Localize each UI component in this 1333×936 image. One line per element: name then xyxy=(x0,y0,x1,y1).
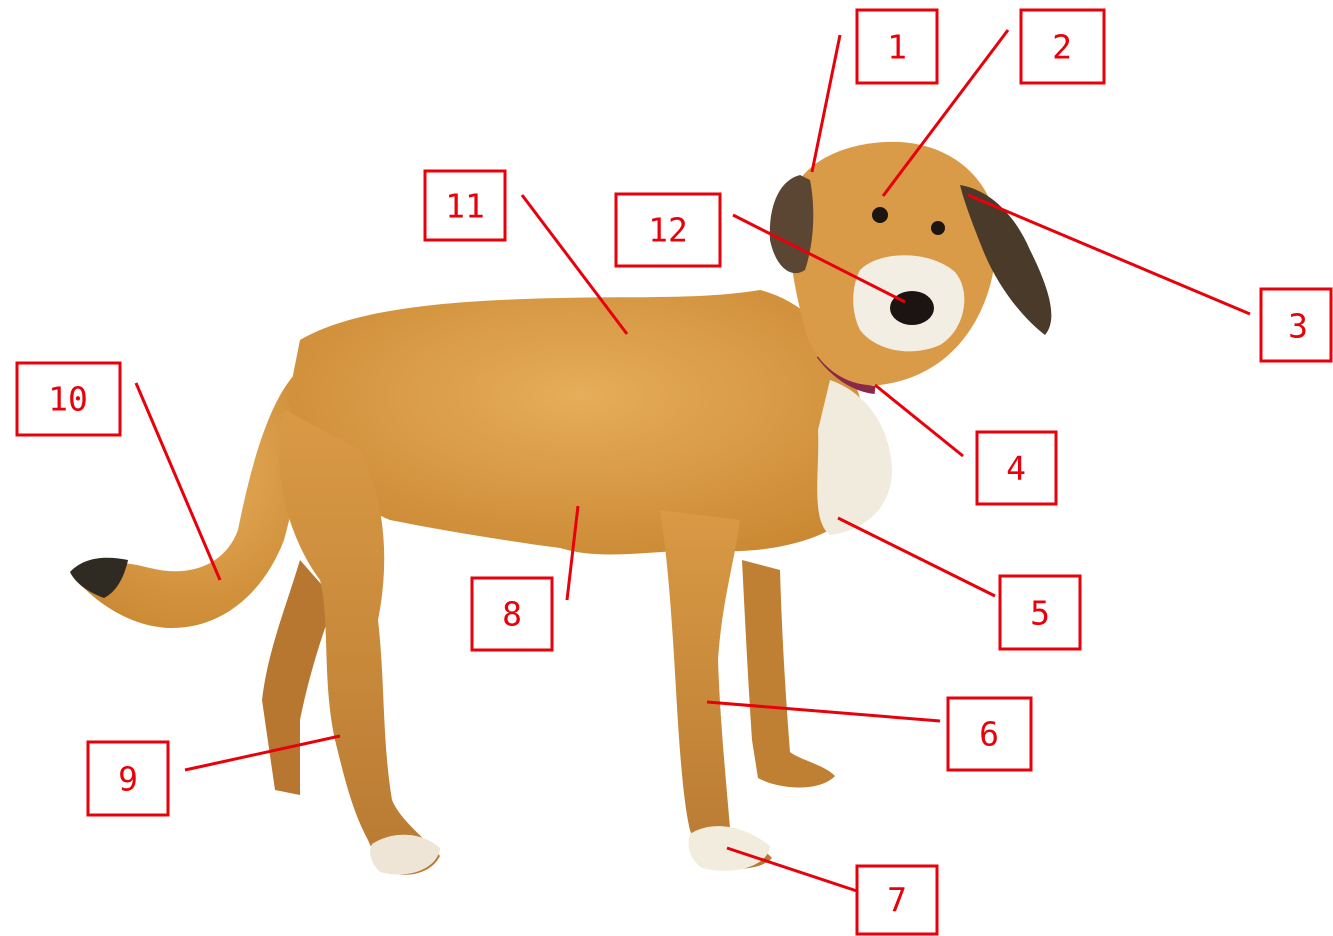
chest xyxy=(817,380,892,535)
label-box-11: 11 xyxy=(425,171,505,240)
label-text-9: 9 xyxy=(118,760,138,799)
label-text-2: 2 xyxy=(1052,28,1072,67)
label-box-9: 9 xyxy=(88,742,168,815)
leader-line-1 xyxy=(812,35,840,172)
label-box-5: 5 xyxy=(1000,576,1080,649)
label-box-2: 2 xyxy=(1021,10,1104,83)
dog-illustration xyxy=(70,142,1051,875)
leader-line-5 xyxy=(838,518,995,596)
right-eye xyxy=(931,221,945,235)
label-text-5: 5 xyxy=(1030,594,1050,633)
label-box-4: 4 xyxy=(977,432,1056,504)
label-box-1: 1 xyxy=(857,10,937,83)
left-eye xyxy=(872,207,888,223)
leader-line-7 xyxy=(727,848,857,891)
label-text-7: 7 xyxy=(887,881,907,920)
label-text-6: 6 xyxy=(979,715,999,754)
label-box-7: 7 xyxy=(857,866,937,934)
label-box-8: 8 xyxy=(472,578,552,650)
label-text-12: 12 xyxy=(648,211,688,250)
label-box-3: 3 xyxy=(1261,289,1331,361)
label-text-11: 11 xyxy=(445,187,485,226)
label-text-1: 1 xyxy=(887,28,907,67)
leader-line-10 xyxy=(136,383,220,580)
label-box-10: 10 xyxy=(17,363,120,435)
label-text-4: 4 xyxy=(1006,449,1026,488)
leader-line-9 xyxy=(185,736,340,770)
hind-paw xyxy=(370,835,440,875)
left-ear xyxy=(770,175,814,273)
leader-line-6 xyxy=(707,702,940,721)
label-text-10: 10 xyxy=(48,380,88,419)
label-text-3: 3 xyxy=(1288,307,1308,346)
label-text-8: 8 xyxy=(502,595,522,634)
far-front-leg xyxy=(742,560,835,788)
label-box-6: 6 xyxy=(948,698,1031,770)
label-box-12: 12 xyxy=(616,194,720,266)
